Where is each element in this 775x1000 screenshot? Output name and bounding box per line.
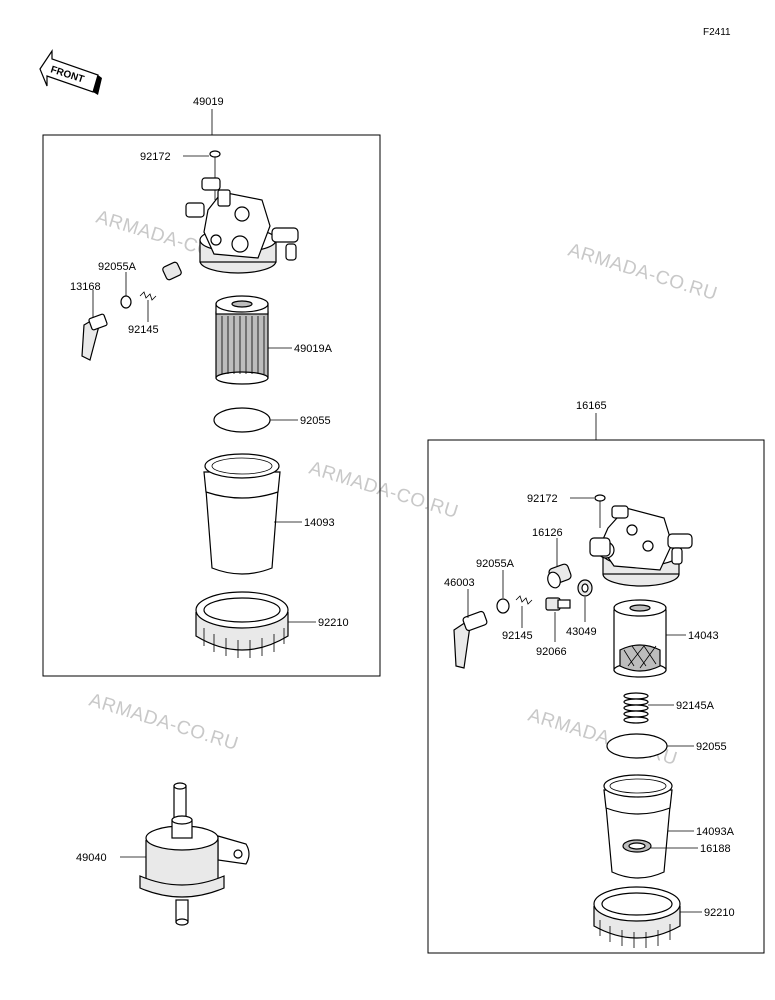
front-arrow-icon: FRONT xyxy=(39,49,102,95)
float-icon xyxy=(622,839,652,853)
watermark-4: ARMADA-CO.RU xyxy=(87,690,241,755)
inline-filter-icon xyxy=(139,782,250,926)
label-92210-right: 92210 xyxy=(704,907,735,919)
assembly-16165: 16165 92172 16126 xyxy=(427,400,765,954)
watermark-2: ARMADA-CO.RU xyxy=(566,240,720,305)
washer-icon xyxy=(577,579,593,597)
spring-icon-right xyxy=(515,595,533,605)
spring-icon xyxy=(139,291,157,301)
label-16126: 16126 xyxy=(532,527,563,539)
label-14043: 14043 xyxy=(688,630,719,642)
cock-lever-icon xyxy=(81,313,108,361)
ring-nut-icon xyxy=(195,591,289,658)
label-49040: 49040 xyxy=(76,852,107,864)
figure-code: F2411 xyxy=(703,27,731,38)
screw-icon-right xyxy=(594,494,606,528)
filter-cup-icon-right xyxy=(603,774,673,879)
label-13168: 13168 xyxy=(70,281,101,293)
filter-element-icon-right xyxy=(613,599,667,678)
label-92055A-right: 92055A xyxy=(476,558,515,570)
assembly-49019-frame xyxy=(42,134,381,677)
bolt-icon xyxy=(545,597,571,611)
spring-a-icon xyxy=(623,692,649,724)
label-16188: 16188 xyxy=(700,843,731,855)
label-14093: 14093 xyxy=(304,517,335,529)
label-92145-right: 92145 xyxy=(502,630,533,642)
watermarks: ARMADA-CO.RU ARMADA-CO.RU ARMADA-CO.RU A… xyxy=(87,207,720,770)
filter-cup-icon xyxy=(203,453,281,575)
watermark-3: ARMADA-CO.RU xyxy=(307,458,461,523)
filter-head-icon-right xyxy=(589,505,693,587)
ring-nut-icon-right xyxy=(593,886,681,948)
label-92172-right: 92172 xyxy=(527,493,558,505)
o-ring-icon-right xyxy=(496,598,510,614)
gasket-icon xyxy=(213,407,271,433)
label-92145A: 92145A xyxy=(676,700,715,712)
gasket-icon-right xyxy=(606,733,668,759)
label-43049: 43049 xyxy=(566,626,597,638)
label-92066: 92066 xyxy=(536,646,567,658)
label-49019A: 49019A xyxy=(294,343,333,355)
label-92055A-left: 92055A xyxy=(98,261,137,273)
filter-head-icon xyxy=(185,177,299,274)
inline-fuel-filter: 49040 xyxy=(76,782,250,926)
filter-element-icon xyxy=(215,295,269,385)
label-92145-left: 92145 xyxy=(128,324,159,336)
assembly-49019-number: 49019 xyxy=(193,96,224,108)
label-92210-left: 92210 xyxy=(318,617,349,629)
label-14093A: 14093A xyxy=(696,826,735,838)
o-ring-icon xyxy=(120,295,132,309)
bushing-icon-right xyxy=(547,563,572,589)
cock-lever-icon-right xyxy=(453,610,488,669)
label-92055-right: 92055 xyxy=(696,741,727,753)
assembly-16165-number: 16165 xyxy=(576,400,607,412)
label-46003: 46003 xyxy=(444,577,475,589)
label-92172: 92172 xyxy=(140,151,171,163)
bushing-icon xyxy=(162,261,182,281)
assembly-16165-frame xyxy=(427,439,765,954)
label-92055-left: 92055 xyxy=(300,415,331,427)
assembly-49019: 49019 92172 92055A xyxy=(42,96,381,677)
